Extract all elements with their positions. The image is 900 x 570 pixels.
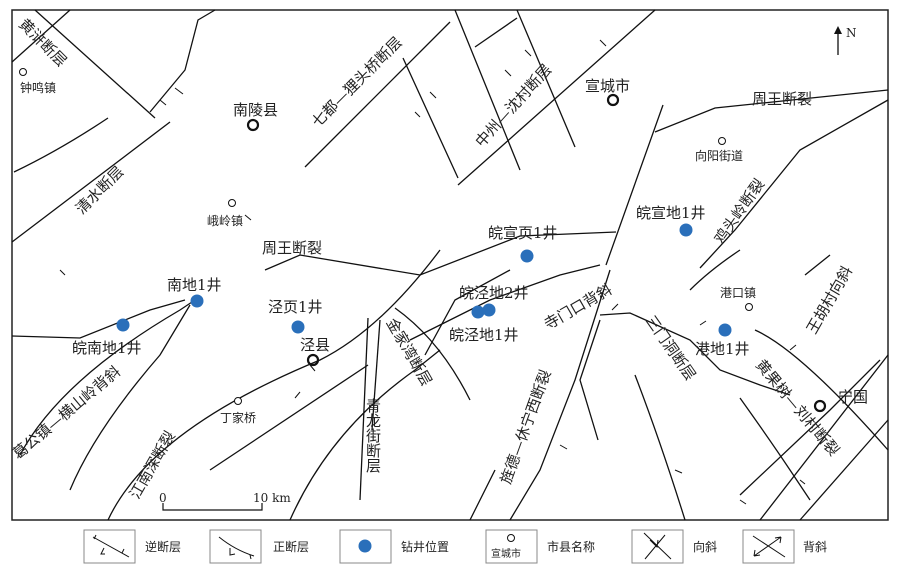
well-wanjingdi1: 皖泾地1井 <box>449 326 519 344</box>
well-icon <box>358 539 372 553</box>
well-marker <box>116 318 130 332</box>
fault-zhouwang-east <box>654 89 889 133</box>
town-gangkou: 港口镇 <box>720 286 756 300</box>
legend: 逆断层 正断层 钻井位置 宣城市 市县名称 向斜 <box>83 529 827 564</box>
syncline-icon <box>643 532 672 560</box>
fault-huangguoshu <box>754 329 889 451</box>
county-marker <box>813 399 827 413</box>
town-eling: 峨岭镇 <box>207 214 243 228</box>
legend-label: 市县名称 <box>547 539 595 554</box>
city-marker <box>606 93 620 107</box>
legend-item-normal-fault: 正断层 <box>209 529 309 564</box>
legend-item-well: 钻井位置 <box>339 529 449 564</box>
normal-fault-icon <box>218 536 255 560</box>
north-label: N <box>846 26 857 40</box>
legend-label: 背斜 <box>803 540 827 554</box>
fault-nw-short <box>11 9 71 63</box>
well-marker <box>291 320 305 334</box>
fault-jinjiawan <box>394 307 471 401</box>
well-wannandi1: 皖南地1井 <box>72 339 142 357</box>
well-marker <box>471 305 485 319</box>
legend-label: 正断层 <box>273 539 309 554</box>
legend-label: 向斜 <box>693 539 717 554</box>
well-marker <box>520 249 534 263</box>
town-zhongming: 钟鸣镇 <box>20 80 56 95</box>
legend-item-reverse-fault: 逆断层 <box>83 529 181 564</box>
legend-item-anticline: 背斜 <box>742 529 827 564</box>
well-gangdi1: 港地1井 <box>695 340 750 358</box>
label-zhouwang-fault-east: 周王断裂 <box>752 90 812 108</box>
town-marker <box>745 303 753 311</box>
anticline-icon <box>752 535 786 558</box>
fault-qidu <box>304 21 451 168</box>
fault-gegong <box>11 299 186 339</box>
label-qinglongjie-fault: 青龙街断层 <box>364 398 382 473</box>
city-icon <box>507 534 515 542</box>
well-marker <box>679 223 693 237</box>
town-xuancheng: 宣城市 <box>585 77 630 95</box>
fault-qingshui <box>11 121 171 243</box>
town-marker <box>234 397 242 405</box>
well-marker <box>482 303 496 317</box>
town-nanling: 南陵县 <box>233 101 278 119</box>
scale-zero: 0 <box>159 491 167 505</box>
town-dingjiaqiao: 丁家桥 <box>220 410 256 425</box>
fault-simenkou <box>599 312 791 396</box>
north-arrow: N <box>834 26 857 55</box>
well-wanxuanye1: 皖宣页1井 <box>488 224 558 242</box>
well-wanxuandi1: 皖宣地1井 <box>636 204 706 222</box>
legend-item-city: 宣城市 市县名称 <box>485 529 595 564</box>
fault-lines <box>11 9 889 521</box>
town-jingxian: 泾县 <box>300 336 330 354</box>
well-marker <box>718 323 732 337</box>
town-marker <box>228 199 236 207</box>
fault-zhongzhou <box>457 9 656 186</box>
town-marker <box>19 68 27 76</box>
town-marker <box>718 137 726 145</box>
well-jingye1: 泾页1井 <box>268 298 323 316</box>
scale-bar: 0 10 km <box>159 491 291 511</box>
reverse-fault-icon <box>92 534 130 558</box>
fault-sanmendong <box>634 374 686 521</box>
fault-nnw <box>605 104 664 266</box>
town-ningguo: 宁国 <box>838 388 868 406</box>
well-wanjingdi2: 皖泾地2井 <box>459 284 529 302</box>
well-marker <box>190 294 204 308</box>
county-marker <box>306 353 320 367</box>
county-marker <box>246 118 260 132</box>
fault-ticks <box>59 39 806 505</box>
map-frame <box>11 9 889 521</box>
label-zhouwang-fault-west: 周王断裂 <box>262 239 322 257</box>
scale-end: 10 km <box>253 491 291 505</box>
fault-jitouling <box>699 99 889 269</box>
fault-huanghu <box>34 9 156 119</box>
wells: 皖宣地1井 皖宣页1井 南地1井 泾页1井 皖南地1井 皖泾地2井 皖泾地1井 … <box>72 204 750 358</box>
legend-label: 钻井位置 <box>401 539 449 554</box>
legend-item-syncline: 向斜 <box>631 529 717 564</box>
towns: 钟鸣镇 南陵县 宣城市 向阳街道 峨岭镇 泾县 丁家桥 港口镇 宁国 <box>19 68 868 425</box>
town-xiangyang: 向阳街道 <box>695 148 743 163</box>
legend-label: 逆断层 <box>145 539 181 554</box>
legend-city-sample: 宣城市 <box>491 547 521 560</box>
well-nandi1: 南地1井 <box>167 276 222 294</box>
